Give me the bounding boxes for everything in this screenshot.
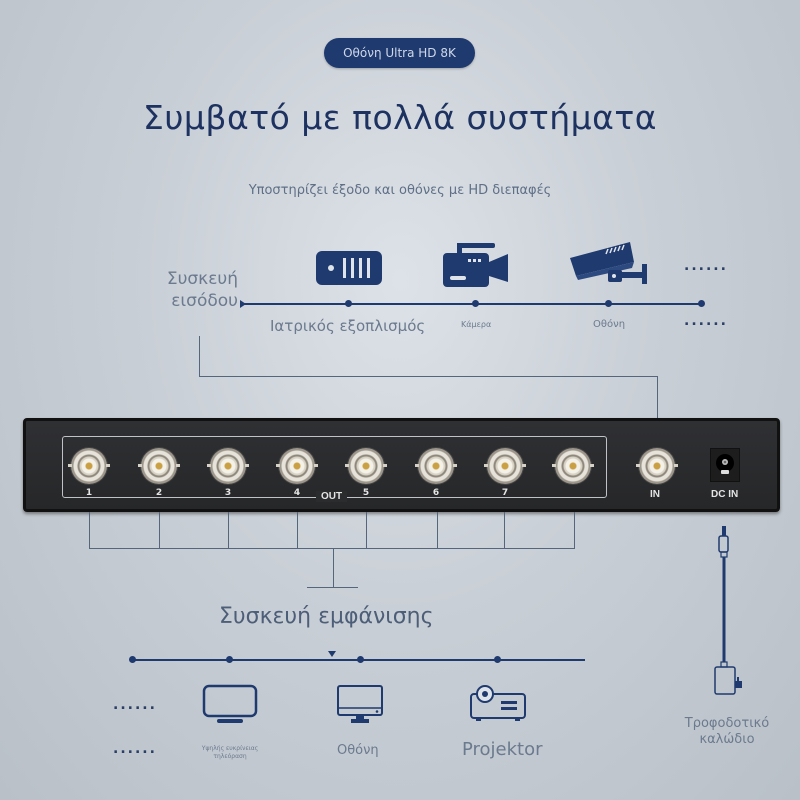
output-device-label-monitor: Οθόνη — [337, 743, 379, 758]
tv-label-line1: Υψηλής ευκρίνειας — [201, 745, 259, 752]
connector-line — [437, 512, 438, 549]
bnc-in-port — [636, 448, 678, 484]
output-arrow-icon — [328, 651, 336, 657]
output-device-label-tv: Υψηλής ευκρίνειας τηλεόραση — [190, 745, 270, 761]
bnc-out-port-6 — [415, 448, 457, 484]
timeline-dot — [129, 656, 136, 663]
projector-icon — [468, 684, 528, 724]
connector-line — [199, 376, 658, 377]
input-label-line1: Συσκευή — [166, 269, 238, 289]
connector-line — [504, 512, 505, 549]
timeline-dot — [226, 656, 233, 663]
port-label-7: 7 — [501, 488, 509, 498]
dc-in-label: DC IN — [711, 489, 739, 500]
more-output-devices-bottom: ...... — [113, 741, 157, 757]
medical-equipment-icon — [316, 251, 382, 285]
ultra-hd-badge: Οθόνη Ultra HD 8K — [324, 38, 475, 68]
bnc-out-port-5 — [345, 448, 387, 484]
input-device-label-medical: Ιατρικός εξοπλισμός — [270, 317, 426, 335]
input-device-label-monitor: Οθόνη — [593, 319, 626, 330]
dc-jack — [710, 448, 740, 482]
input-device-label: Συσκευή εισόδου — [158, 268, 238, 312]
connector-line — [366, 512, 367, 549]
port-label-1: 1 — [85, 488, 93, 498]
bnc-out-port-3 — [207, 448, 249, 484]
more-input-devices-bottom: ...... — [684, 313, 728, 329]
port-label-4: 4 — [293, 488, 301, 498]
page-subtitle: Υποστηρίζει έξοδο και οθόνες με HD διεπα… — [248, 183, 552, 198]
connector-line — [297, 512, 298, 549]
timeline-dot — [345, 300, 352, 307]
tv-icon — [202, 684, 258, 724]
power-label-line2: καλώδιο — [699, 732, 755, 747]
monitor-icon — [336, 684, 384, 724]
timeline-dot — [698, 300, 705, 307]
port-label-2: 2 — [155, 488, 163, 498]
bnc-out-port-1 — [68, 448, 110, 484]
bnc-out-port-4 — [276, 448, 318, 484]
connector-line — [333, 549, 334, 587]
connector-line — [228, 512, 229, 549]
more-input-devices-top: ...... — [684, 258, 728, 274]
out-group-label: OUT — [316, 491, 348, 502]
power-label-line1: Τροφοδοτικό — [684, 716, 770, 731]
output-connector-grid — [89, 512, 575, 549]
input-device-label-camera: Κάμερα — [461, 320, 492, 329]
connector-line — [657, 376, 658, 444]
bnc-out-port-8 — [552, 448, 594, 484]
bnc-out-port-7 — [484, 448, 526, 484]
more-output-devices-top: ...... — [113, 697, 157, 713]
tv-label-line2: τηλεόραση — [213, 753, 247, 760]
security-camera-icon — [568, 240, 652, 286]
input-arrow-icon — [240, 300, 246, 308]
in-port-label: IN — [650, 489, 660, 500]
port-label-6: 6 — [432, 488, 440, 498]
bnc-out-port-2 — [138, 448, 180, 484]
input-label-line2: εισόδου — [171, 291, 238, 311]
power-cable-label: Τροφοδοτικό καλώδιο — [672, 716, 782, 748]
connector-line — [307, 587, 358, 588]
connector-line — [199, 336, 200, 377]
power-cable-icon — [710, 526, 760, 696]
page-title: Συμβατό με πολλά συστήματα — [142, 98, 658, 137]
output-device-label-projector: Projektor — [462, 739, 543, 760]
timeline-dot — [357, 656, 364, 663]
port-label-3: 3 — [224, 488, 232, 498]
connector-line — [159, 512, 160, 549]
timeline-dot — [605, 300, 612, 307]
timeline-dot — [472, 300, 479, 307]
output-device-label: Συσκευή εμφάνισης — [219, 604, 434, 629]
video-camera-icon — [442, 240, 510, 288]
timeline-dot — [494, 656, 501, 663]
port-label-5: 5 — [362, 488, 370, 498]
